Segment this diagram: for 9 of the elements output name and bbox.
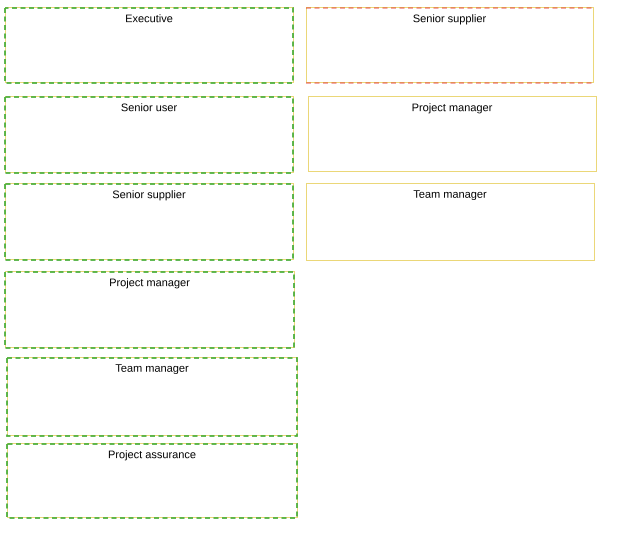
role-box: Senior supplier — [306, 7, 594, 84]
role-box: Project manager — [4, 271, 295, 349]
role-box: Team manager — [306, 183, 595, 261]
role-box: Project manager — [308, 96, 597, 172]
role-box: Team manager — [6, 357, 298, 437]
role-box: Senior user — [4, 96, 294, 174]
role-box: Executive — [4, 7, 294, 84]
role-box: Senior supplier — [4, 183, 294, 261]
role-box: Project assurance — [6, 442, 298, 519]
